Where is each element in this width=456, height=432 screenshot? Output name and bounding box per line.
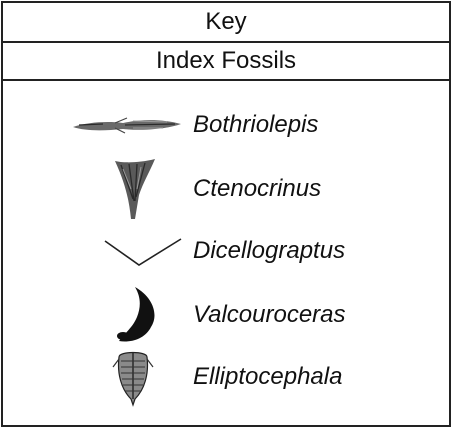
fossil-row-valcouroceras: Valcouroceras xyxy=(3,285,449,345)
fossil-row-bothriolepis: Bothriolepis xyxy=(3,95,449,155)
fossil-row-elliptocephala: Elliptocephala xyxy=(3,347,449,407)
valcouroceras-icon xyxy=(63,285,193,345)
fossil-name-elliptocephala: Elliptocephala xyxy=(193,347,342,407)
fossil-name-bothriolepis: Bothriolepis xyxy=(193,95,318,155)
fossil-name-dicellograptus: Dicellograptus xyxy=(193,221,345,281)
ctenocrinus-icon xyxy=(63,159,193,219)
dicellograptus-icon xyxy=(63,221,193,281)
fossil-row-dicellograptus: Dicellograptus xyxy=(3,221,449,281)
elliptocephala-icon xyxy=(63,347,193,407)
key-title: Key xyxy=(3,3,449,43)
bothriolepis-icon xyxy=(63,95,193,155)
fossil-row-ctenocrinus: Ctenocrinus xyxy=(3,159,449,219)
fossil-name-valcouroceras: Valcouroceras xyxy=(193,285,346,345)
fossil-name-ctenocrinus: Ctenocrinus xyxy=(193,159,321,219)
index-fossils-heading: Index Fossils xyxy=(3,43,449,81)
fossil-list: Bothriolepis Ctenocrinus Dicellograptus xyxy=(3,81,449,421)
fossil-key-panel: Key Index Fossils Bothriolepis xyxy=(1,1,451,427)
